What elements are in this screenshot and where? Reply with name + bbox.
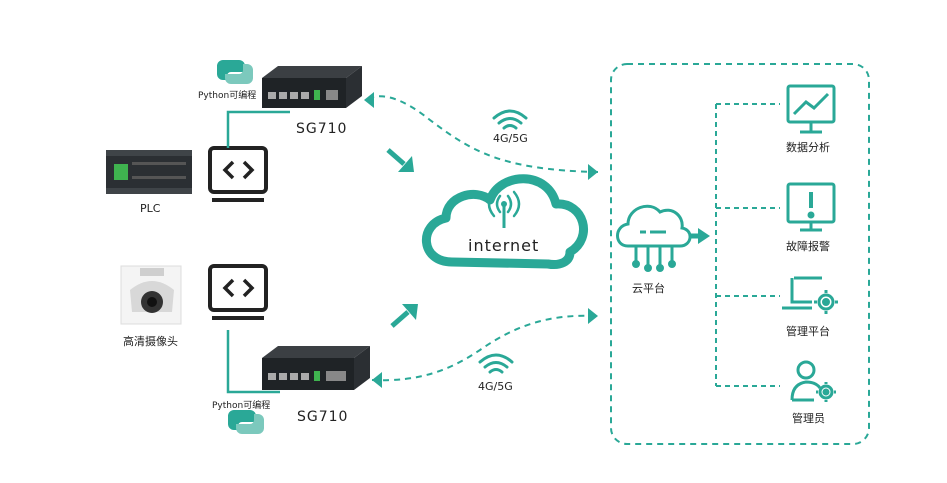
camera-device <box>120 265 182 325</box>
python-logo-icon-top <box>217 60 253 84</box>
laptop-gear-icon <box>782 276 838 314</box>
platform-item-label-management: 管理平台 <box>786 325 830 338</box>
python-label-bottom: Python可编程 <box>212 401 271 411</box>
wifi-icon-bottom <box>478 353 514 374</box>
platform-item-label-analysis: 数据分析 <box>786 141 830 154</box>
internet-label: internet <box>468 236 540 255</box>
code-terminal-icon-top <box>208 146 268 202</box>
python-logo-icon-bottom <box>228 410 264 434</box>
platform-item-label-alarm: 故障报警 <box>786 240 830 253</box>
alert-monitor-icon <box>786 182 836 232</box>
gateway-name-top: SG710 <box>296 121 348 137</box>
chart-monitor-icon <box>786 84 836 134</box>
connector-lines <box>226 110 290 394</box>
gateway-device-top <box>262 66 362 108</box>
network-label-bottom: 4G/5G <box>478 380 513 393</box>
camera-label: 高清摄像头 <box>123 335 178 348</box>
platform-item-label-admin: 管理员 <box>792 412 825 425</box>
upload-arrows <box>386 148 418 328</box>
wireless-arrowheads <box>364 92 598 388</box>
platform-arrow <box>690 228 710 244</box>
wifi-icon-top <box>492 109 528 130</box>
gateway-name-bottom: SG710 <box>297 409 349 425</box>
internet-cloud-icon <box>422 174 588 269</box>
python-label-top: Python可编程 <box>198 91 257 101</box>
plc-label: PLC <box>140 202 161 215</box>
cloud-platform-icon <box>616 204 692 272</box>
gateway-device-bottom <box>262 346 370 390</box>
network-label-top: 4G/5G <box>493 132 528 145</box>
platform-box <box>610 63 870 445</box>
platform-tree-lines <box>715 103 780 387</box>
code-terminal-icon-bottom <box>208 264 268 320</box>
user-gear-icon <box>790 360 836 402</box>
plc-device <box>106 150 192 194</box>
cloud-platform-label: 云平台 <box>632 282 665 295</box>
wireless-links <box>363 95 599 382</box>
